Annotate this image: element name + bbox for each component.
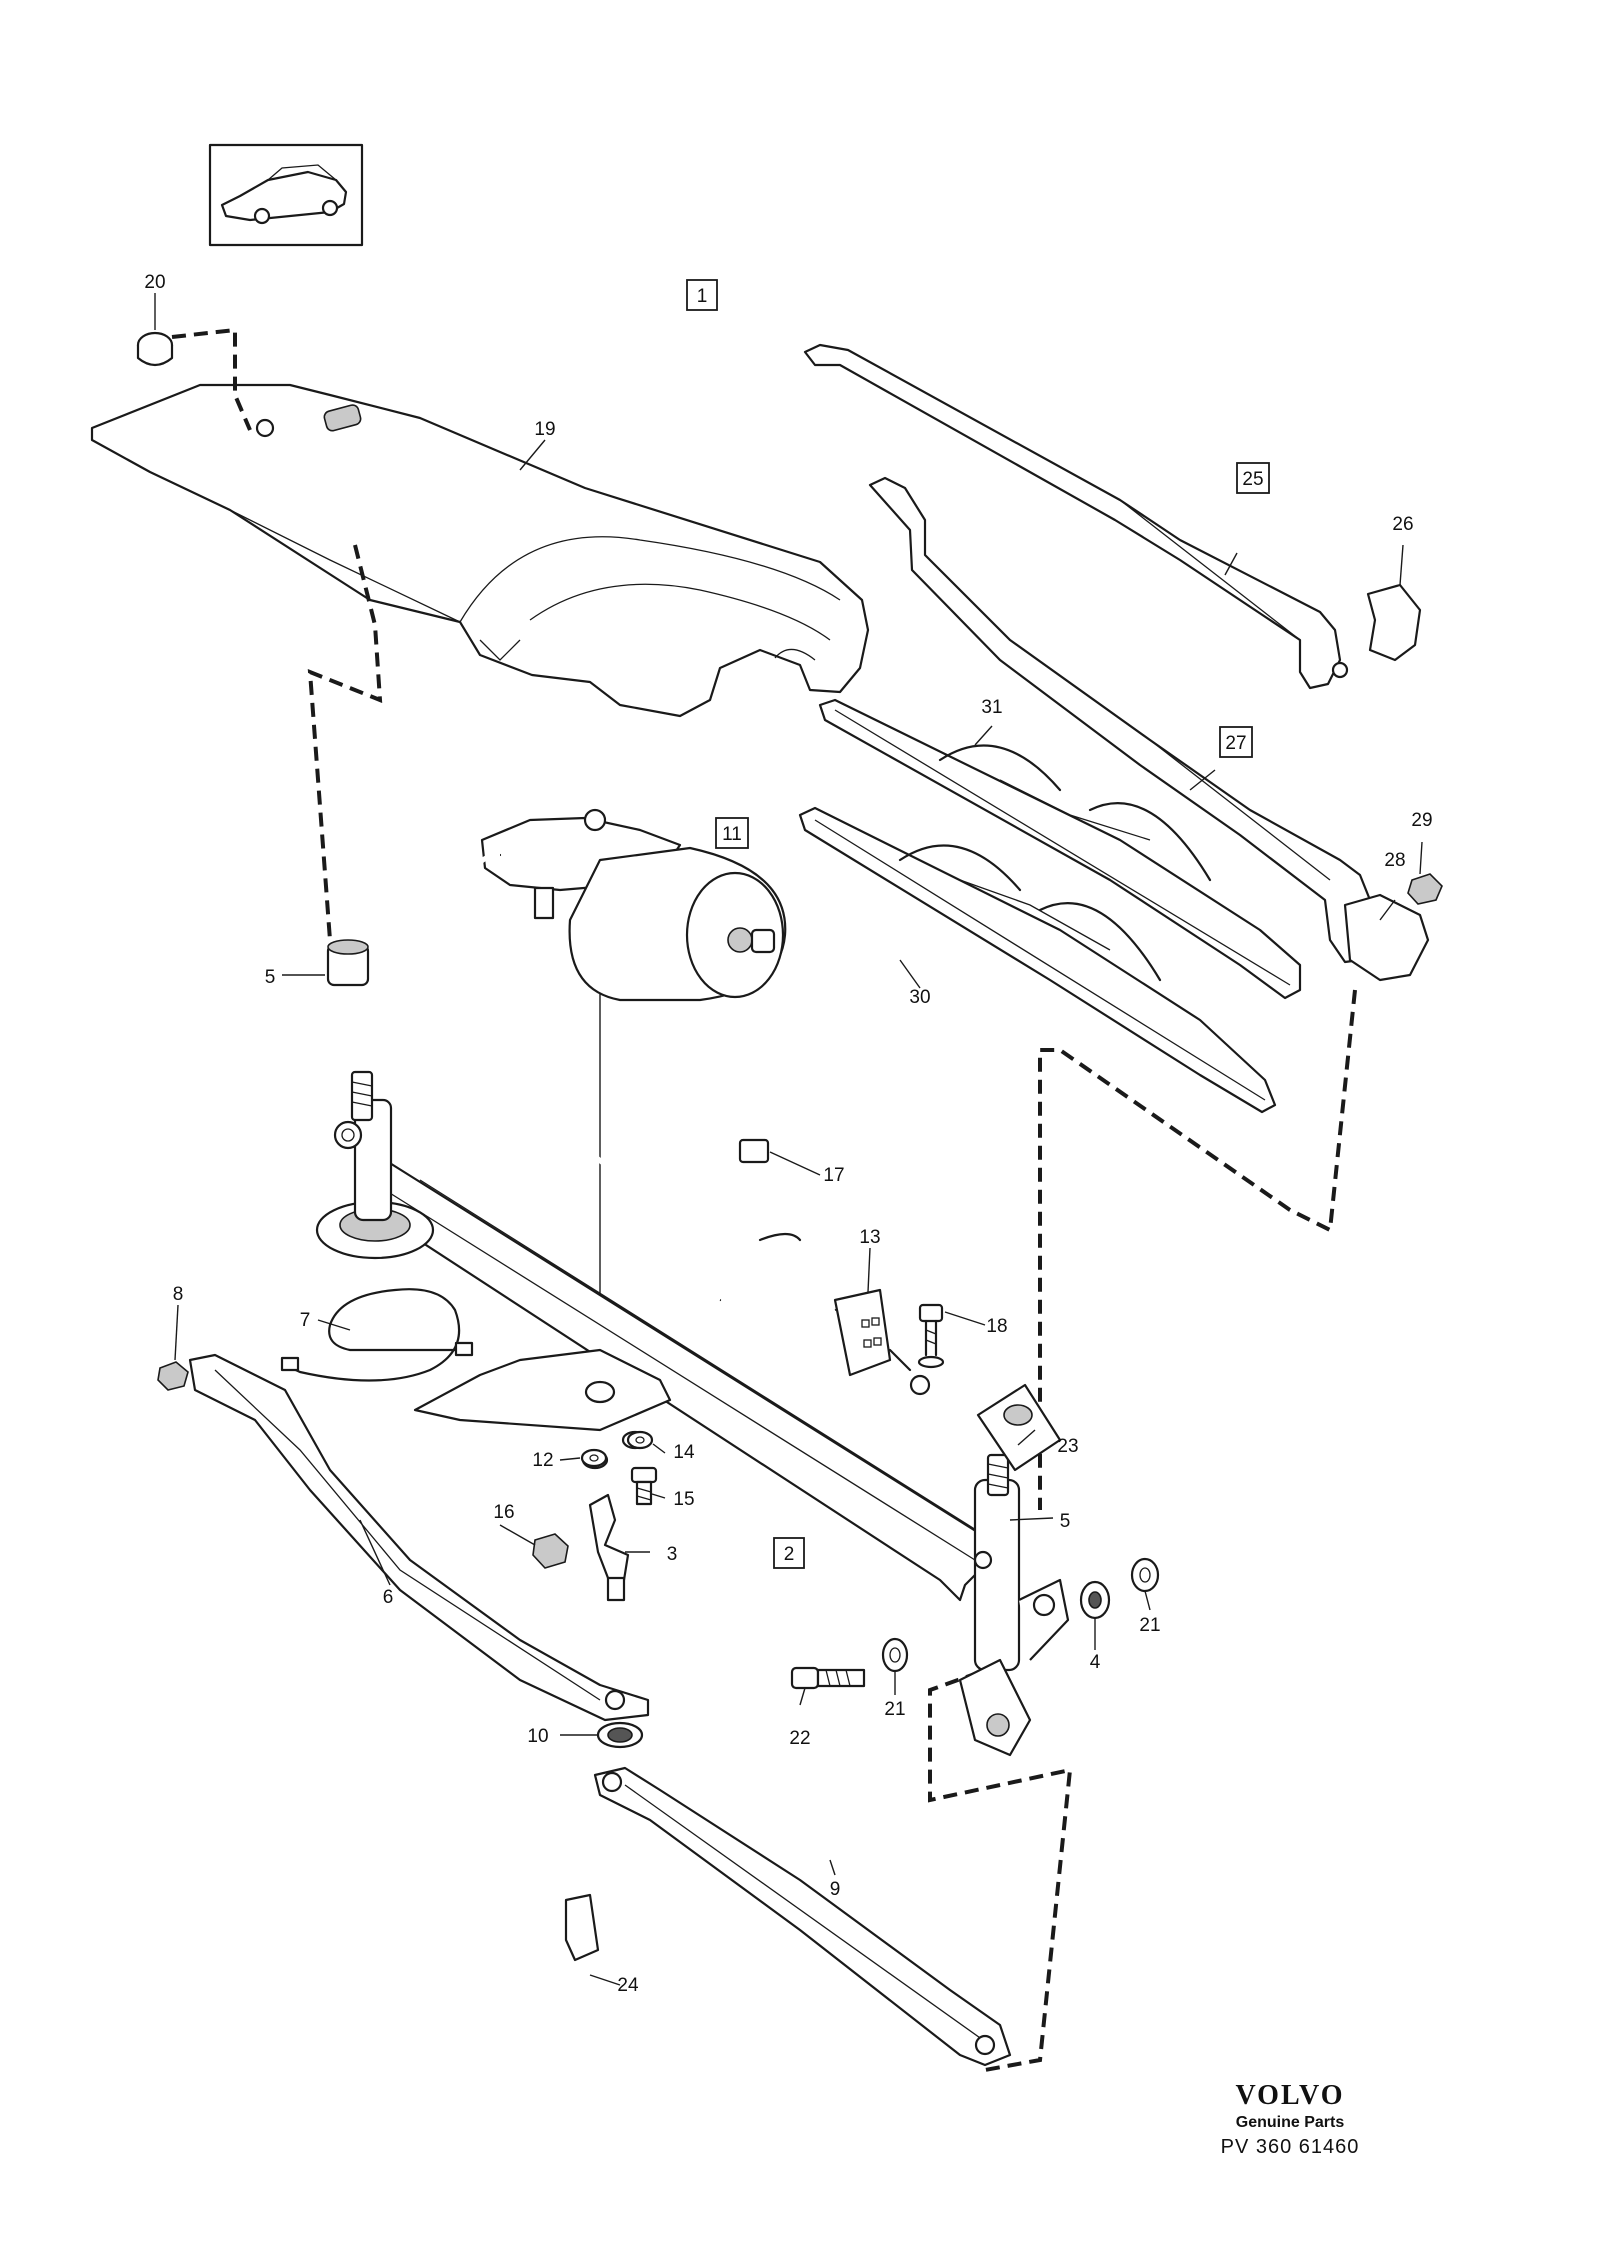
brand-logo: VOLVO xyxy=(1235,2080,1345,2111)
link-locator-line xyxy=(928,1663,1073,2072)
callout-27: 27 xyxy=(1225,733,1246,754)
wiper-arm-upper xyxy=(803,343,1349,690)
right-pivot-spindle xyxy=(986,1453,1010,1497)
wiper-blade-upper xyxy=(818,698,1302,1000)
pivot-bolt xyxy=(790,1666,866,1690)
callout-31: 31 xyxy=(981,697,1002,718)
harness-connector xyxy=(833,1288,892,1377)
arm-clip xyxy=(1366,583,1422,662)
callout-8: 8 xyxy=(173,1284,184,1305)
callout-30: 30 xyxy=(909,987,930,1008)
left-pivot-spindle xyxy=(350,1070,374,1122)
link-rod-left xyxy=(188,1353,650,1722)
boxed-callout-frames xyxy=(686,279,1270,1569)
arm-locator-line xyxy=(1038,989,1357,1510)
callout-2: 2 xyxy=(784,1544,795,1565)
washer-14 xyxy=(626,1430,654,1450)
callout-19: 19 xyxy=(534,419,555,440)
callout-3: 3 xyxy=(667,1544,678,1565)
callout-16: 16 xyxy=(493,1502,514,1523)
brand-block: VOLVO Genuine Parts PV 360 61460 xyxy=(1200,2080,1380,2160)
callout-21-right: 21 xyxy=(1139,1615,1160,1636)
link-bushing xyxy=(596,1721,644,1749)
right-pivot-housing xyxy=(958,1478,1070,1757)
callout-26: 26 xyxy=(1392,514,1413,535)
rod-clip xyxy=(564,1893,600,1962)
cowl-cover-panel xyxy=(90,383,870,718)
callout-labels: 1 2 3 4 5 5 6 7 8 9 10 11 12 13 14 15 16… xyxy=(144,272,1432,1996)
callout-17: 17 xyxy=(823,1165,844,1186)
left-pivot-housing xyxy=(315,1098,435,1260)
cable-tie-strap xyxy=(758,1232,802,1242)
link-nut xyxy=(532,1533,569,1569)
callout-20: 20 xyxy=(144,272,165,293)
pivot-seal-plate xyxy=(976,1383,1062,1472)
callout-11: 11 xyxy=(722,824,742,845)
washer-12 xyxy=(580,1448,608,1468)
ground-cable xyxy=(280,1288,474,1382)
cap-locator-line xyxy=(171,327,252,431)
callout-21-left: 21 xyxy=(884,1699,905,1720)
callout-5-left: 5 xyxy=(265,967,276,988)
callout-22: 22 xyxy=(789,1728,810,1749)
link-bracket xyxy=(588,1493,630,1602)
callout-25: 25 xyxy=(1242,469,1263,490)
callout-4: 4 xyxy=(1090,1652,1101,1673)
callout-28: 28 xyxy=(1384,850,1405,871)
ground-eyelet xyxy=(909,1374,931,1396)
callout-29: 29 xyxy=(1411,810,1432,831)
callout-10: 10 xyxy=(527,1726,548,1747)
left-pivot-bushing xyxy=(326,939,370,987)
arm-spindle-cap xyxy=(1343,893,1430,982)
ground-lead xyxy=(888,1348,912,1372)
wiper-blade-lower xyxy=(798,806,1277,1114)
callout-13: 13 xyxy=(859,1227,880,1248)
callout-24: 24 xyxy=(617,1975,639,1996)
arm-nut xyxy=(1407,873,1443,905)
pivot-washer-left xyxy=(881,1637,909,1673)
cable-tie xyxy=(668,1138,770,1302)
wiper-motor xyxy=(480,808,787,1002)
diagram-code: PV 360 61460 xyxy=(1220,2136,1360,2158)
callout-6: 6 xyxy=(383,1587,394,1608)
pivot-bushing xyxy=(1079,1580,1111,1620)
pivot-washer-right xyxy=(1130,1557,1160,1593)
callout-23: 23 xyxy=(1057,1436,1078,1457)
callout-9: 9 xyxy=(830,1879,841,1900)
vehicle-thumbnail xyxy=(208,143,364,247)
callout-5-right: 5 xyxy=(1060,1511,1071,1532)
callout-12: 12 xyxy=(532,1450,553,1471)
cover-locator-line xyxy=(307,544,383,941)
motor-cable-harness xyxy=(461,852,837,1315)
callout-14: 14 xyxy=(673,1442,695,1463)
callout-7: 7 xyxy=(300,1310,311,1331)
crank-bolt xyxy=(630,1466,658,1506)
cap xyxy=(136,331,174,367)
callout-1: 1 xyxy=(697,286,708,307)
brand-tagline: Genuine Parts xyxy=(1235,2114,1345,2131)
link-rod-nut xyxy=(157,1361,189,1391)
link-rod-right xyxy=(593,1766,1012,2067)
callout-15: 15 xyxy=(673,1489,694,1510)
ground-screw xyxy=(917,1303,945,1369)
callout-leaders xyxy=(154,293,1423,1986)
callout-18: 18 xyxy=(986,1316,1007,1337)
